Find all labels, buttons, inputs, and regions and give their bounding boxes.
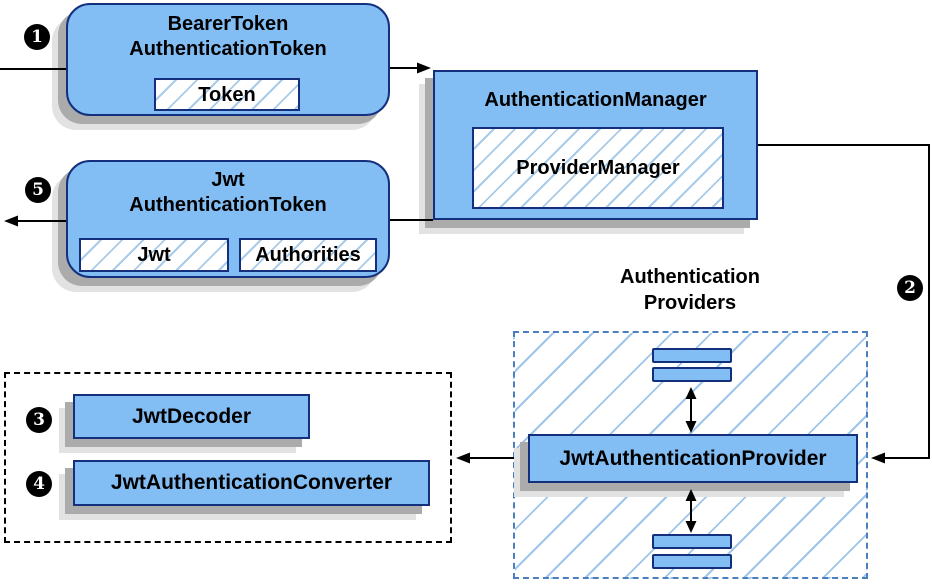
- arrowhead-right-icon: [417, 62, 431, 74]
- bearer-token-title-line1: BearerToken: [167, 13, 289, 35]
- token-field: Token: [154, 78, 300, 111]
- provider-slot: [652, 534, 732, 549]
- provider-slot: [652, 348, 732, 363]
- provider-slot: [652, 367, 732, 382]
- provider-manager-field: ProviderManager: [472, 127, 724, 209]
- step-2-badge: 2: [897, 275, 923, 301]
- jwt-helpers-group-box: [4, 372, 452, 543]
- arrowhead-left-icon: [4, 215, 18, 227]
- jwt-authentication-provider-node: JwtAuthenticationProvider: [528, 434, 858, 483]
- jwt-field: Jwt: [79, 238, 229, 272]
- step-4-badge: 4: [26, 471, 52, 497]
- arrowhead-left-icon: [871, 452, 885, 464]
- authentication-providers-label-line1: Authentication: [620, 266, 760, 288]
- authorities-field: Authorities: [239, 238, 377, 272]
- step-1-badge: 1: [24, 24, 50, 50]
- authentication-providers-label: Authentication Providers: [565, 264, 815, 316]
- bearer-token-title-line2: AuthenticationToken: [129, 38, 327, 60]
- jwt-decoder-node: JwtDecoder: [73, 394, 310, 439]
- bearer-token-authentication-token-node: BearerToken AuthenticationToken Token: [66, 3, 390, 116]
- jwt-authentication-token-node: Jwt AuthenticationToken Jwt Authorities: [66, 160, 390, 278]
- step-3-badge: 3: [26, 407, 52, 433]
- provider-slot: [652, 554, 732, 569]
- jwt-token-title-line2: AuthenticationToken: [129, 194, 327, 216]
- authentication-providers-label-line2: Providers: [643, 292, 737, 314]
- authentication-manager-title: AuthenticationManager: [484, 89, 707, 111]
- authentication-manager-node: AuthenticationManager ProviderManager: [433, 70, 758, 220]
- step-5-badge: 5: [25, 177, 51, 203]
- jwt-authentication-converter-node: JwtAuthenticationConverter: [73, 460, 430, 506]
- jwt-token-title-line1: Jwt: [211, 169, 245, 191]
- arrowhead-left-icon: [456, 452, 470, 464]
